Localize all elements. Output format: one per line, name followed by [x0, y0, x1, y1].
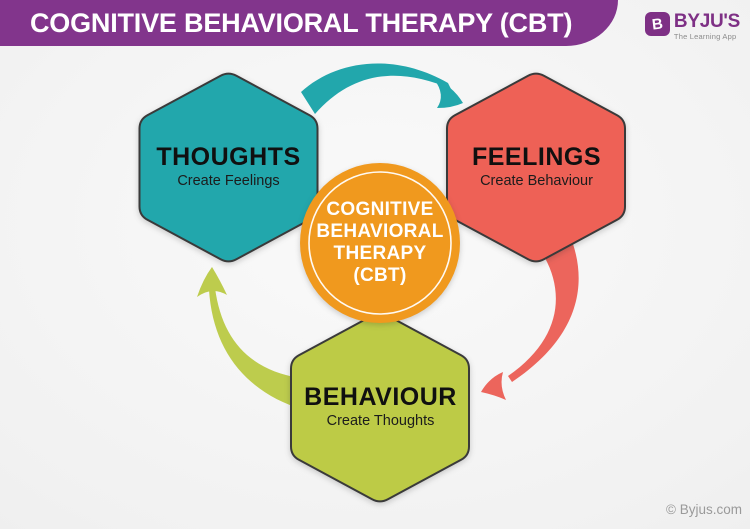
byjus-logo: B BYJU'S The Learning App	[644, 12, 740, 41]
arrow-behaviour-to-thoughts	[209, 288, 304, 410]
arrow-behaviour-to-thoughts-head-icon	[197, 267, 227, 297]
arrow-thoughts-to-feelings	[301, 63, 451, 114]
arrow-feelings-to-behaviour-head-icon	[481, 372, 506, 400]
center-circle	[300, 163, 460, 323]
page-title: COGNITIVE BEHAVIORAL THERAPY (CBT)	[30, 7, 573, 38]
byjus-logo-tagline: The Learning App	[673, 32, 737, 41]
hexagon-feelings	[446, 72, 626, 263]
hexagon-thoughts	[138, 72, 319, 263]
copyright-text: © Byjus.com	[666, 502, 742, 517]
byjus-logo-text: BYJU'S The Learning App	[674, 12, 740, 41]
hexagon-behaviour	[290, 312, 470, 503]
byjus-logo-name: BYJU'S	[673, 11, 740, 32]
byjus-logo-icon: B	[644, 12, 670, 36]
cycle-arrows	[197, 63, 579, 410]
arrow-thoughts-to-feelings-head-icon	[434, 79, 463, 108]
header-banner: COGNITIVE BEHAVIORAL THERAPY (CBT)	[0, 0, 618, 46]
arrow-feelings-to-behaviour	[508, 244, 579, 382]
center-circle-ring	[308, 171, 452, 315]
byjus-logo-letter: B	[651, 14, 664, 34]
